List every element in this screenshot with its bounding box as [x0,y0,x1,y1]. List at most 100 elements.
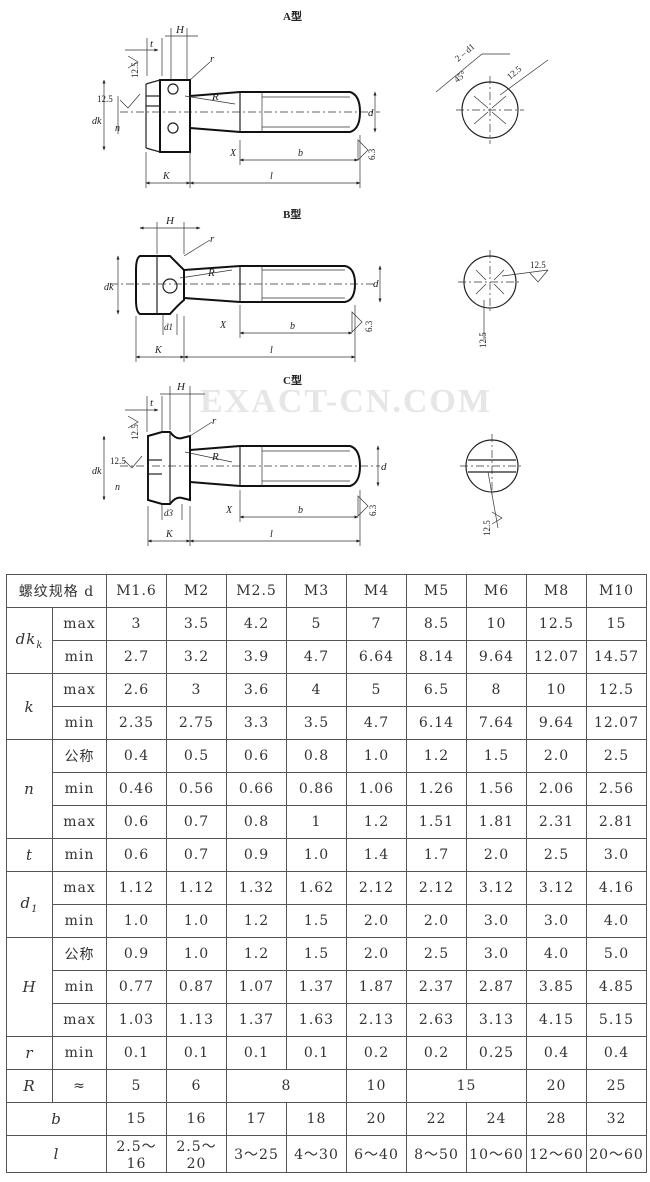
row-label: max [51,1003,108,1037]
value-cell: 2.5～16 [106,1135,168,1173]
param-cell: R [6,1069,53,1103]
value-cell: 1.2 [406,739,468,773]
value-cell: 1.62 [286,871,348,905]
row-label: 公称 [51,937,108,971]
value-cell: 2.12 [346,871,408,905]
value-cell: 25 [586,1069,648,1103]
value-cell: 6.5 [406,673,468,707]
value-cell: 3.5 [166,607,228,641]
value-cell: 1.26 [406,772,468,806]
value-cell: 1.07 [226,970,288,1004]
value-cell: 3.85 [526,970,588,1004]
value-cell: 4～30 [286,1135,348,1173]
value-cell: 1.5 [286,904,348,938]
value-cell: 0.46 [106,772,168,806]
header-size: M5 [406,574,468,608]
row-label: min [51,838,108,872]
value-cell: 7.64 [466,706,528,740]
value-cell: 3.0 [526,904,588,938]
value-cell: 5 [106,1069,168,1103]
value-cell: 1.37 [286,970,348,1004]
value-cell: 0.1 [106,1036,168,1070]
value-cell: 0.4 [586,1036,648,1070]
param-symbol: r [25,1044,34,1062]
value-cell: 3.2 [166,640,228,674]
value-cell: 0.6 [106,838,168,872]
header-size: M2.5 [226,574,288,608]
value-cell: 0.6 [106,805,168,839]
value-cell: 12.5 [526,607,588,641]
value-cell: 0.56 [166,772,228,806]
technical-drawings: EXACT-CN.COM A型 t H r R dk n 12.5 [92,9,549,546]
value-cell: 18 [286,1102,348,1136]
value-cell: 2.6 [106,673,168,707]
value-cell: 0.2 [346,1036,408,1070]
type-c-label-l: l [270,529,273,540]
param-cell: r [6,1036,53,1070]
value-cell: 9.64 [466,640,528,674]
type-a-label-l: l [270,171,273,182]
value-cell: 2.35 [106,706,168,740]
value-cell: 3.13 [466,1003,528,1037]
type-c-rough-left: 12.5 [110,456,126,466]
value-cell: 8～50 [406,1135,468,1173]
type-b-label-dk: dk [104,282,114,293]
type-a-rough-left: 12.5 [97,94,113,104]
value-cell: 0.1 [286,1036,348,1070]
param-cell: l [5,1135,108,1173]
value-cell: 3.6 [226,673,288,707]
value-cell: 5.0 [586,937,648,971]
param-cell: b [5,1102,108,1136]
value-cell: 3.0 [466,937,528,971]
value-cell: 3.12 [466,871,528,905]
type-a-label-x: X [229,148,237,159]
value-cell: 5.15 [586,1003,648,1037]
watermark: EXACT-CN.COM [200,383,492,420]
value-cell: 5 [346,673,408,707]
value-cell: 6 [166,1069,228,1103]
value-cell: 14.57 [586,640,648,674]
value-cell: 8 [226,1069,348,1103]
param-cell: t [6,838,53,872]
type-c-label-d: d [381,461,387,473]
value-cell: 3 [166,673,228,707]
value-cell: 0.5 [166,739,228,773]
type-b-label-k: K [154,345,163,356]
value-cell: 1.06 [346,772,408,806]
value-cell: 1.0 [346,739,408,773]
type-c-title: C型 [283,373,302,387]
type-b-label-R: R [207,267,215,279]
row-label: max [51,871,108,905]
row-label: min [51,1036,108,1070]
value-cell: 1.12 [166,871,228,905]
param-subscript: k [36,640,44,651]
type-c-label-R: R [211,451,219,463]
value-cell: 22 [406,1102,468,1136]
value-cell: 1.0 [286,838,348,872]
type-a-label-t: t [150,38,154,50]
type-a-rough-bottom: 6.3 [367,148,377,160]
row-label: max [51,607,108,641]
param-symbol: d [20,894,32,912]
type-c-label-d3: d3 [164,508,174,518]
row-label: max [51,673,108,707]
value-cell: 0.2 [406,1036,468,1070]
type-b-rough-end-right: 12.5 [530,260,546,270]
value-cell: 6.14 [406,706,468,740]
param-symbol: dk [15,630,37,648]
value-cell: 3.12 [526,871,588,905]
type-a-drawing: A型 t H r R dk n 12.5 12.5 [92,9,549,188]
value-cell: 3.0 [586,838,648,872]
value-cell: 17 [226,1102,288,1136]
value-cell: 8.5 [406,607,468,641]
value-cell: 0.66 [226,772,288,806]
param-cell: d1 [6,871,53,938]
value-cell: 28 [526,1102,588,1136]
value-cell: 1.63 [286,1003,348,1037]
row-label: ≈ [51,1069,108,1103]
value-cell: 8.14 [406,640,468,674]
value-cell: 16 [166,1102,228,1136]
